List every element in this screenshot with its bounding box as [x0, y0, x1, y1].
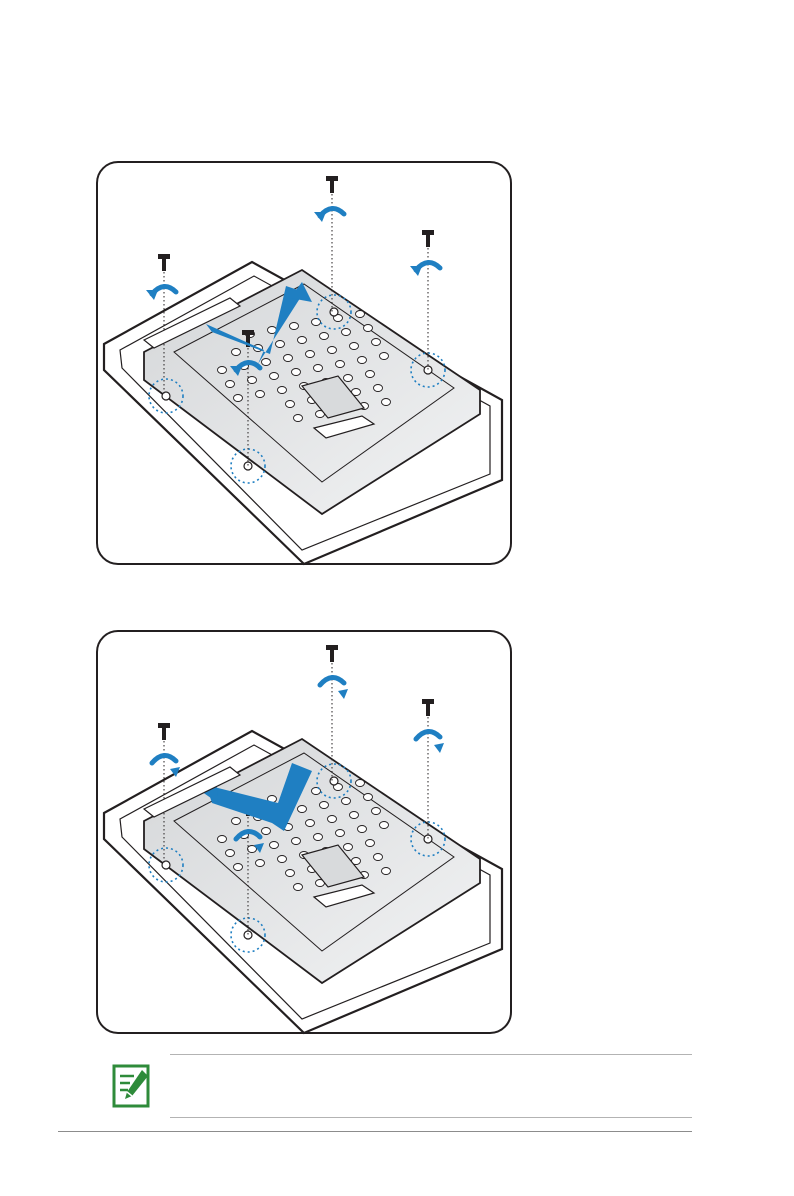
- screw: [422, 230, 434, 235]
- note-divider-top: [170, 1054, 692, 1055]
- pencil-note-icon: [112, 1064, 152, 1110]
- screw: [326, 176, 338, 181]
- screw: [422, 699, 434, 704]
- footer-rule: [58, 1131, 692, 1132]
- note-divider-bottom: [170, 1117, 692, 1118]
- screw: [158, 254, 170, 259]
- screw: [242, 330, 254, 335]
- hdd-tray-illustration: [98, 632, 514, 1036]
- figure-remove-hdd: [96, 161, 512, 565]
- figure-install-hdd: [96, 630, 512, 1034]
- hdd-tray-illustration: [98, 163, 514, 567]
- screw: [158, 723, 170, 728]
- screw: [326, 645, 338, 650]
